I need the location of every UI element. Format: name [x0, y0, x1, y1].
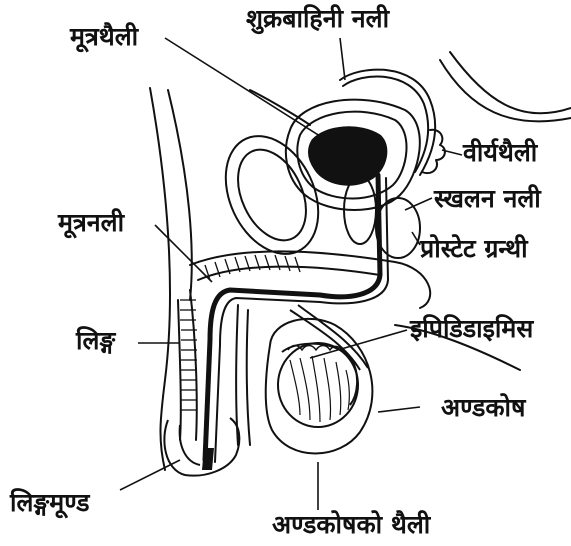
- leader-glans: [120, 460, 180, 490]
- label-urethra: मूत्रनली: [58, 210, 124, 235]
- seminal-duct-descend: [250, 90, 310, 125]
- corpus-line-2: [190, 290, 197, 440]
- label-testis: अण्डकोष: [441, 395, 525, 420]
- penis-upper: [190, 251, 430, 308]
- label-penis: लिङ्ग: [76, 328, 115, 353]
- leader-testis: [378, 407, 420, 412]
- urethra-tip: [202, 448, 214, 470]
- corpus-cavernosum-2: [247, 310, 250, 445]
- leader-seminal-duct: [340, 38, 345, 80]
- label-bladder: मूत्रथैली: [70, 24, 138, 49]
- back-line-2: [450, 52, 571, 113]
- abdomen-inner-line: [168, 90, 192, 300]
- leader-urethra: [155, 225, 212, 282]
- label-seminal-vesicle: वीर्यथैली: [463, 140, 537, 165]
- leader-bladder: [165, 38, 342, 150]
- leader-ejaculatory-duct: [405, 198, 432, 210]
- penis-lower: [178, 300, 181, 440]
- label-glans: लिङ्गमूण्ड: [10, 490, 89, 515]
- body-outline: [150, 88, 170, 470]
- testis-lobules: [290, 356, 349, 422]
- spongy-tissue-ridges: [180, 255, 300, 410]
- glans-outline: [164, 418, 239, 476]
- label-prostate: प्रोस्टेट ग्रन्थी: [420, 236, 528, 261]
- spermatic-cord-2: [298, 305, 368, 368]
- label-ejaculatory-duct: स्खलन नली: [434, 186, 541, 211]
- label-epididymis: इपिडिडाइमिस: [410, 316, 533, 341]
- label-seminal-duct: शुक्रबाहिनी नली: [246, 6, 389, 31]
- label-scrotum: अण्डकोषको थैली: [272, 512, 430, 537]
